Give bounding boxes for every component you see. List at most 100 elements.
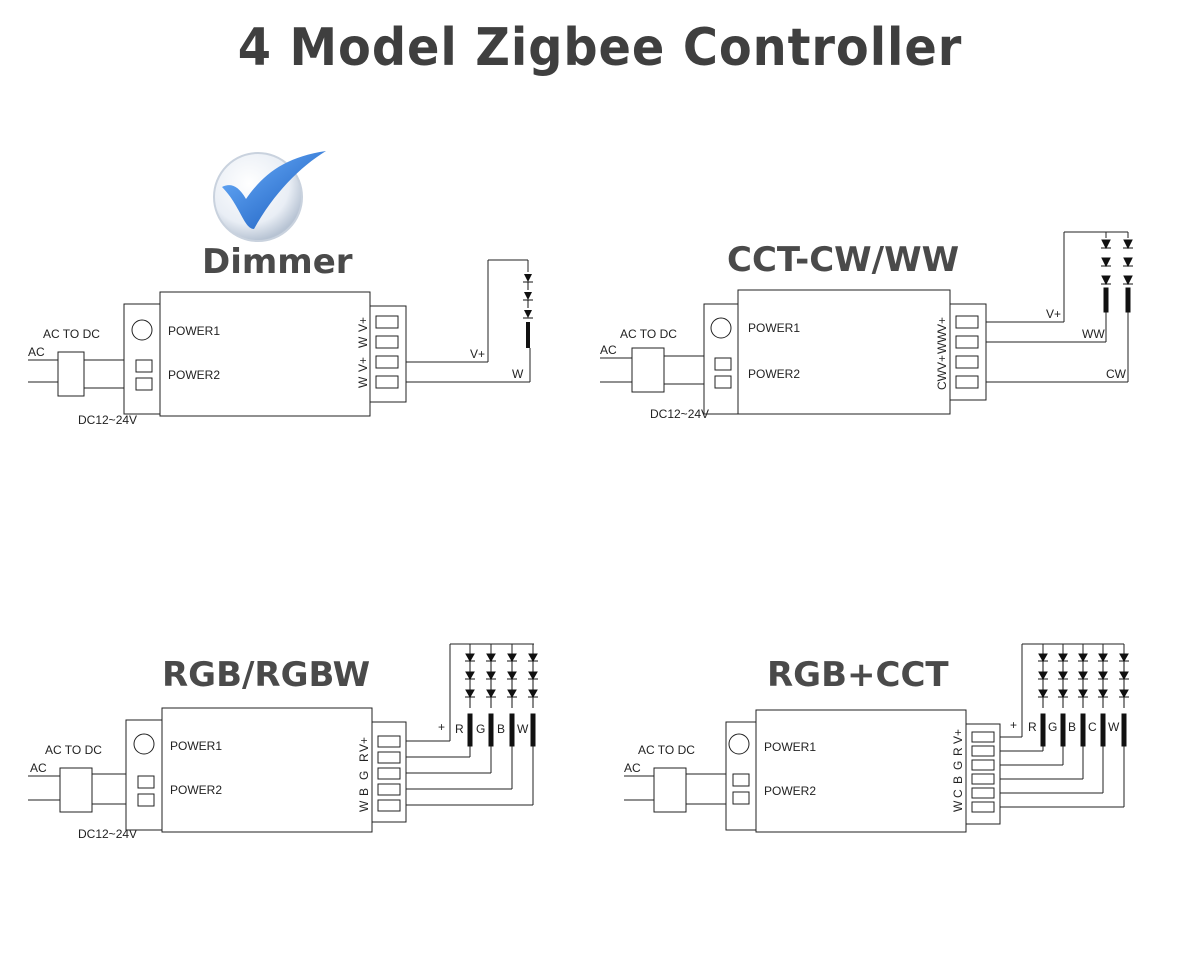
terminal-label: V+ [935,317,949,332]
terminal-label: R [357,753,371,762]
led-diode-symbol [486,653,496,663]
led-diode-symbol [486,689,496,699]
power1-label: POWER1 [170,739,222,753]
led-diode-symbol [1058,671,1068,681]
ac-label: AC [30,761,47,775]
terminal-label: W [356,376,370,388]
wire-label: B [497,722,505,736]
power1-label: POWER1 [168,324,220,338]
terminal-label: WW [935,331,949,354]
terminal-label: V+ [357,737,371,752]
terminal-label: V+ [356,357,370,372]
wiring-diagram-rgbw: AC TO DC AC DC12~24V POWER1 POWER2 V+ R … [28,643,538,841]
resistor-symbol [467,713,473,747]
wire-label: WW [1082,327,1105,341]
terminal-label: V+ [935,355,949,370]
terminal-label: CW [935,369,949,390]
terminal-label: B [357,788,371,796]
terminal-label: W [356,336,370,348]
wire-label: G [1048,720,1057,734]
wire-label: W [517,722,529,736]
ac-to-dc-label: AC TO DC [620,327,677,341]
wire-label: V+ [1046,307,1061,321]
panel-title: RGB+CCT [767,655,949,695]
dc-label: DC12~24V [78,827,137,841]
led-diode-symbol [465,671,475,681]
terminal-label: V+ [356,317,370,332]
wiring-diagram-rgbcct: AC TO DC AC POWER1 POWER2 V+ R G B C W +… [624,643,1129,833]
led-diode-symbol [1038,671,1048,681]
led-diode-symbol [465,653,475,663]
led-diode-symbol [1058,653,1068,663]
ac-to-dc-label: AC TO DC [43,327,100,341]
power2-label: POWER2 [168,368,220,382]
led-diode-symbol [486,671,496,681]
led-diode-symbol [1038,689,1048,699]
led-diode-symbol [1119,689,1129,699]
panel-title: Dimmer [202,242,353,282]
wire-label: W [512,367,524,381]
led-diode-symbol [1119,653,1129,663]
led-diode-symbol [1078,689,1088,699]
wire-label: CW [1106,367,1127,381]
led-diode-symbol [1078,653,1088,663]
wire-label: R [455,722,464,736]
ac-label: AC [600,343,617,357]
ac-to-dc-label: AC TO DC [45,743,102,757]
resistor-symbol [1100,713,1106,747]
power1-label: POWER1 [764,740,816,754]
ac-to-dc-label: AC TO DC [638,743,695,757]
led-diode-symbol [507,671,517,681]
wire-label: + [1010,718,1017,732]
terminal-label: G [951,761,965,770]
led-diode-symbol [1098,671,1108,681]
power1-label: POWER1 [748,321,800,335]
led-diode-symbol [1038,653,1048,663]
power2-label: POWER2 [170,783,222,797]
power2-label: POWER2 [764,784,816,798]
dc-label: DC12~24V [78,413,137,427]
led-diode-symbol [507,689,517,699]
led-diode-symbol [1119,671,1129,681]
led-diode-symbol [1058,689,1068,699]
resistor-symbol [509,713,515,747]
led-diode-symbol [528,689,538,699]
terminal-label: W [357,800,371,812]
terminal-label: V+ [951,729,965,744]
resistor-symbol [1080,713,1086,747]
wiring-diagram-dimmer: AC TO DC AC DC12~24V POWER1 POWER2 V+ W … [28,259,533,427]
terminal-label: R [951,747,965,756]
page-title: 4 Model Zigbee Controller [237,18,963,78]
terminal-label: B [951,776,965,784]
ac-label: AC [624,761,641,775]
terminal-label: C [951,789,965,798]
led-diode-symbol [528,671,538,681]
wire-label: W [1108,720,1120,734]
led-diode-symbol [1098,653,1108,663]
wire-label: + [438,720,445,734]
wire-label: B [1068,720,1076,734]
wire-label: C [1088,720,1097,734]
wire-label: R [1028,720,1037,734]
led-diode-symbol [1098,689,1108,699]
wiring-diagram-cct: AC TO DC AC DC12~24V POWER1 POWER2 V+ WW… [600,231,1133,420]
resistor-symbol [530,713,536,747]
power2-label: POWER2 [748,367,800,381]
resistor-symbol [1060,713,1066,747]
terminal-label: W [951,800,965,812]
resistor-symbol [1121,713,1127,747]
ac-label: AC [28,345,45,359]
led-diode-symbol [528,653,538,663]
checkmark-icon [213,151,326,242]
dc-label: DC12~24V [650,407,709,420]
led-diode-symbol [507,653,517,663]
wire-label: V+ [470,347,485,361]
resistor-symbol [1040,713,1046,747]
resistor-symbol [488,713,494,747]
led-diode-symbol [465,689,475,699]
terminal-label: G [357,771,371,780]
panel-title: CCT-CW/WW [727,240,960,280]
wire-label: G [476,722,485,736]
led-diode-symbol [1078,671,1088,681]
panel-title: RGB/RGBW [162,655,371,695]
